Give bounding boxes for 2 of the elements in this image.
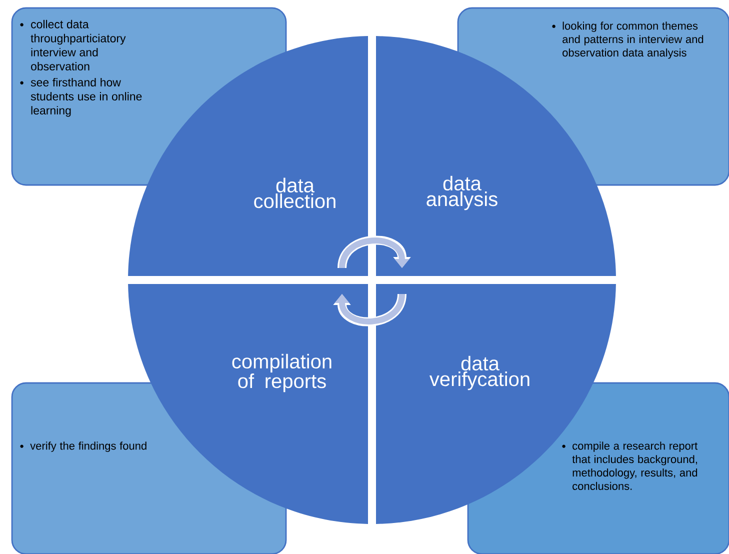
curved-arrow (338, 236, 411, 269)
curved-arrow (333, 293, 406, 326)
